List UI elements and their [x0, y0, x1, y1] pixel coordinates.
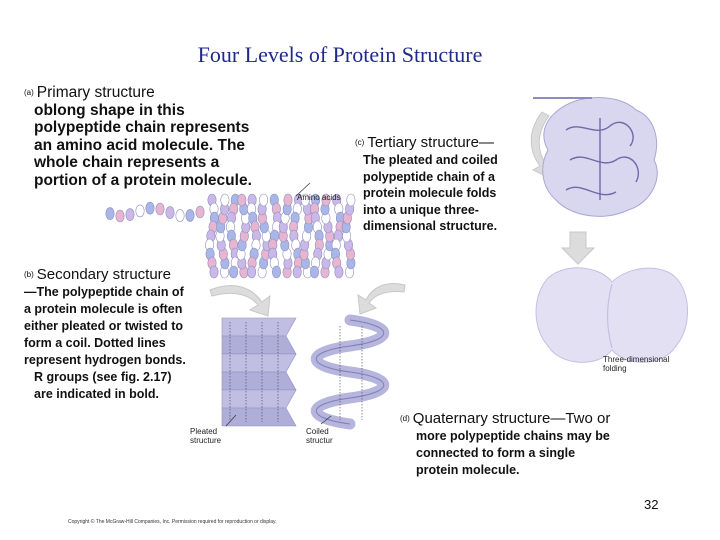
primary-line: an amino acid molecule. The [34, 136, 246, 154]
flow-arrows [209, 111, 596, 317]
secondary-line: are indicated in bold. [34, 387, 160, 401]
amino-acid-bead [283, 193, 293, 207]
amino-acid-bead [155, 202, 165, 216]
page-title: Four Levels of Protein Structure [197, 42, 483, 67]
copyright-notice: Copyright © The McGraw-Hill Companies, I… [68, 519, 277, 525]
polypeptide-chain [105, 193, 356, 279]
primary-line: polypeptide chain represents [34, 119, 250, 136]
primary-heading: Primary structure [36, 84, 155, 101]
amino-acid-bead [229, 265, 239, 279]
tertiary-folded-protein [533, 97, 658, 217]
secondary-line: R groups (see fig. 2.17) [34, 370, 172, 384]
amino-acid-bead [145, 201, 155, 215]
quaternary-protein-blob [535, 267, 689, 363]
tertiary-line: polypeptide chain of a [363, 169, 495, 184]
caption-line: Coiled [306, 427, 329, 436]
quaternary-structure-text: (d)Quaternary structure—Two or more poly… [400, 410, 670, 479]
amino-acid-bead [247, 265, 257, 279]
primary-marker: (a) [24, 88, 34, 97]
quaternary-line: protein molecule. [416, 463, 520, 477]
secondary-line: either pleated or twisted to [24, 319, 184, 333]
coiled-helix-illustration [311, 314, 389, 430]
quaternary-line: connected to form a single [416, 446, 576, 460]
secondary-line: —The polypeptide chain of [24, 285, 184, 299]
primary-line: oblong shape in this [34, 101, 185, 119]
amino-acid-bead [115, 209, 125, 223]
three-dimensional-folding-caption: Three-dimensional folding [603, 355, 669, 373]
secondary-line: represent hydrogen bonds. [24, 353, 186, 367]
secondary-line: form a coil. Dotted lines [24, 336, 166, 350]
amino-acid-bead [271, 265, 281, 279]
tertiary-structure-text: (c)Tertiary structure— The pleated and c… [355, 134, 530, 235]
quaternary-heading: Quaternary structure—Two or [412, 410, 611, 427]
amino-acid-bead [237, 193, 247, 207]
caption-line: Pleated [190, 427, 218, 436]
caption-line: structure [190, 436, 222, 445]
tertiary-line: protein molecule folds [363, 186, 497, 200]
amino-acid-bead [209, 265, 219, 279]
amino-acid-bead [195, 205, 205, 219]
amino-acid-bead [309, 265, 319, 279]
pleated-sheet-illustration [221, 317, 297, 427]
amino-acid-bead [125, 208, 135, 221]
amino-acids-caption: Amino acids [297, 193, 341, 202]
amino-acid-bead [185, 209, 195, 222]
caption-line: folding [603, 364, 627, 373]
tertiary-line: into a unique three- [363, 202, 479, 217]
tertiary-heading: Tertiary structure— [367, 134, 495, 151]
amino-acid-bead [321, 193, 331, 207]
amino-acid-bead [292, 265, 302, 279]
caption-line: Three-dimensional [603, 355, 670, 364]
amino-acid-bead [220, 193, 230, 207]
primary-line: whole chain represents a [34, 154, 220, 171]
amino-acid-bead [259, 193, 269, 207]
amino-acid-bead [334, 265, 344, 279]
secondary-structure-text: (b)Secondary structure —The polypeptide … [24, 266, 214, 403]
secondary-line: a protein molecule is often [24, 302, 183, 316]
secondary-marker: (b) [24, 270, 34, 279]
primary-line: portion of a protein molecule. [34, 171, 252, 189]
page-number: 32 [644, 497, 659, 512]
primary-structure-text: (a)Primary structure oblong shape in thi… [24, 84, 274, 189]
amino-acid-bead [135, 204, 145, 218]
amino-acid-bead [165, 206, 175, 219]
caption-line: structur [306, 436, 333, 445]
amino-acid-bead [105, 207, 115, 220]
tertiary-line: dimensional structure. [363, 219, 498, 233]
tertiary-line: The pleated and coiled [363, 153, 498, 167]
amino-acid-bead [175, 209, 185, 222]
tertiary-marker: (c) [355, 138, 365, 147]
coiled-structure-caption: Coiled structur [306, 427, 333, 445]
secondary-heading: Secondary structure [36, 266, 172, 283]
amino-acid-bead [346, 193, 356, 207]
pleated-structure-caption: Pleated structure [190, 427, 221, 445]
quaternary-marker: (d) [400, 414, 410, 423]
amino-acid-bead [300, 193, 310, 207]
quaternary-line: more polypeptide chains may be [416, 429, 610, 443]
